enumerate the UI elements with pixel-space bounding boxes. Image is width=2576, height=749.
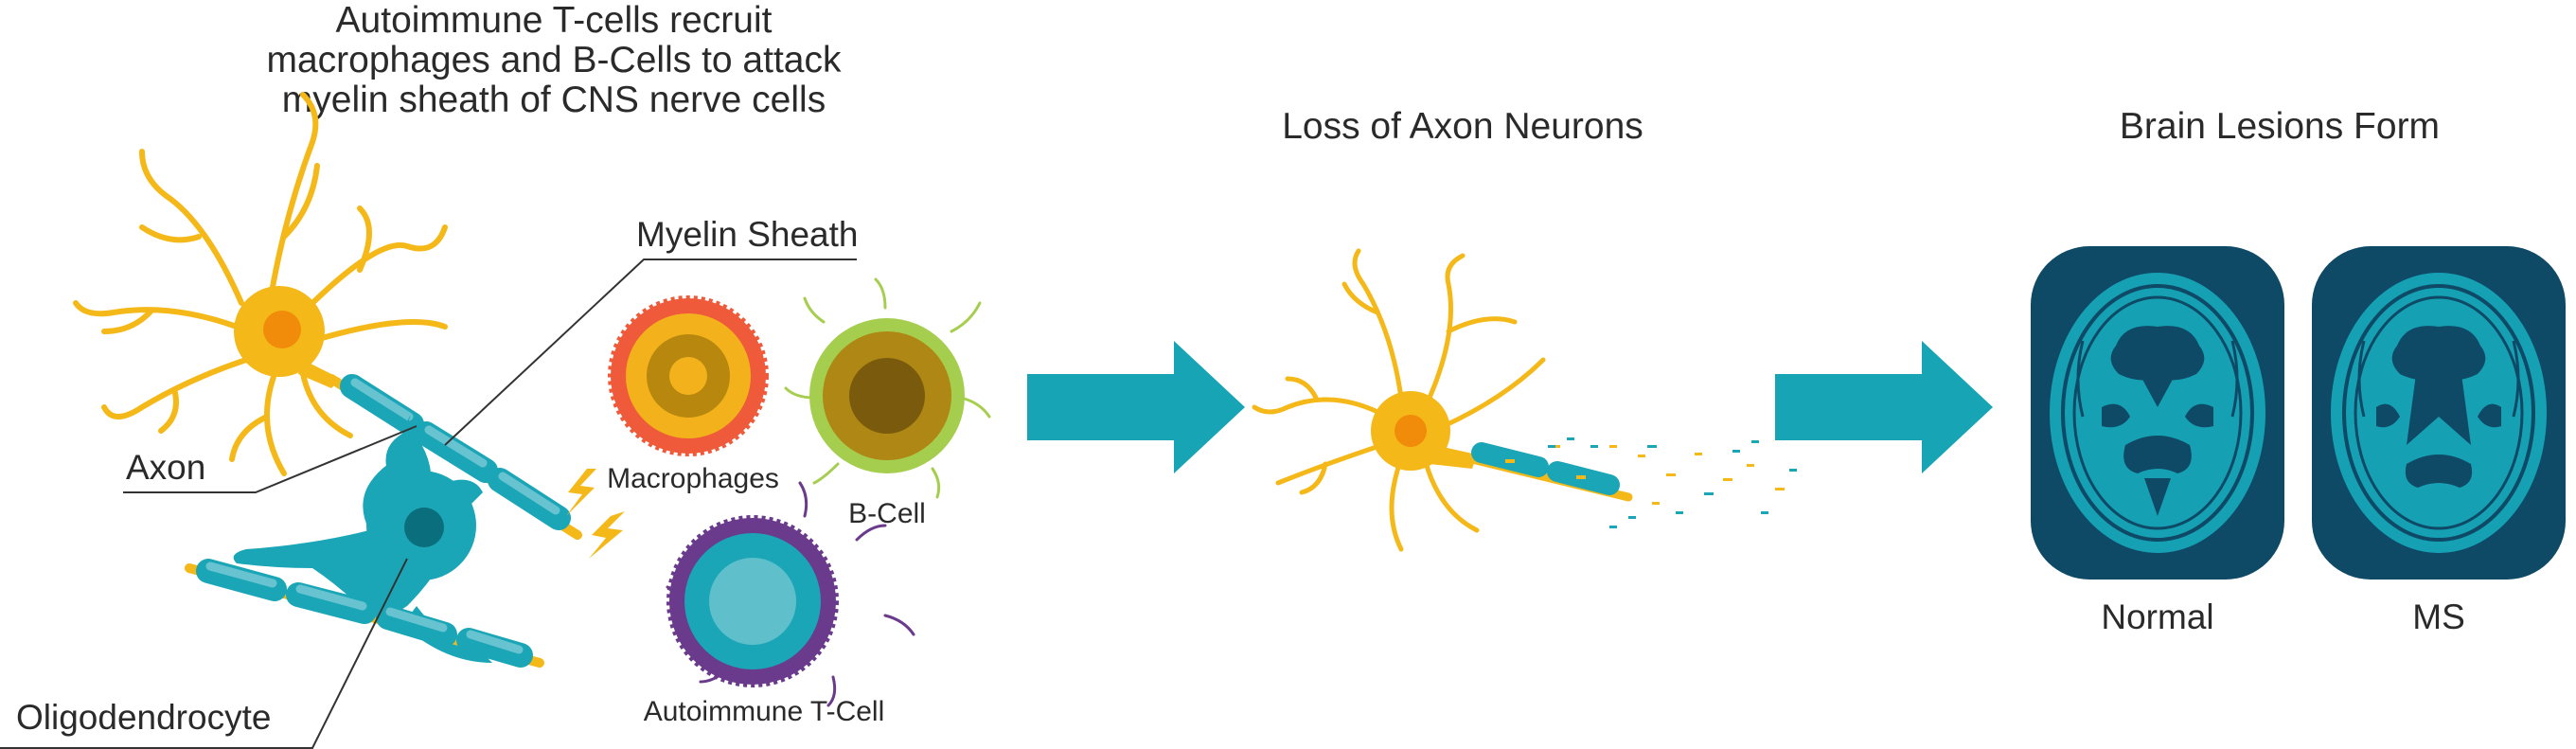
label-b-cell: B-Cell (848, 498, 926, 529)
myelin-debris-teal (1548, 437, 1797, 528)
label-normal: Normal (2101, 597, 2213, 636)
label-ms: MS (2412, 597, 2465, 636)
lesions-panel: Brain Lesions Form Normal (2031, 106, 2566, 636)
degenerating-neuron-dendrites (1252, 248, 1546, 552)
flow-arrow-right-icon (1027, 341, 1245, 473)
label-oligodendrocyte: Oligodendrocyte (16, 698, 271, 737)
axon-leader-line (123, 425, 417, 493)
label-axon: Axon (126, 448, 205, 487)
myelin-debris-orange (1505, 445, 1785, 505)
label-myelin-sheath: Myelin Sheath (636, 215, 858, 254)
attack-lightning-icon (566, 469, 625, 559)
axon-lower (185, 559, 544, 668)
oligodendrocyte (233, 415, 492, 663)
oligodendrocyte-nucleus (404, 508, 444, 547)
loss-panel: Loss of Axon Neurons (1252, 106, 1797, 552)
lesions-caption: Brain Lesions Form (2120, 106, 2440, 147)
label-macrophages: Macrophages (607, 463, 779, 494)
neuron-nucleus (263, 311, 301, 348)
oligodendrocyte-leader-line (0, 558, 408, 749)
normal-brain-scan-icon (2031, 246, 2284, 580)
ms-brain-scan-icon (2312, 246, 2566, 580)
myelin-leader-line (444, 259, 857, 446)
degenerating-axon-hillock (1430, 445, 1477, 469)
attack-caption-line-2: macrophages and B-Cells to attack (267, 40, 842, 80)
neuron-dendrites (73, 92, 448, 476)
macrophage-cell-icon (608, 295, 769, 456)
loss-caption: Loss of Axon Neurons (1282, 106, 1643, 147)
axon-upper (327, 374, 582, 540)
label-autoimmune-t-cell: Autoimmune T-Cell (644, 696, 885, 727)
t-cell-icon (666, 481, 915, 707)
attack-panel: Autoimmune T-cells recruit macrophages a… (0, 0, 991, 749)
attack-caption-line-3: myelin sheath of CNS nerve cells (282, 80, 826, 120)
degenerating-neuron-nucleus (1395, 415, 1427, 447)
flow-arrow-right-icon-2 (1775, 341, 1993, 473)
b-cell-icon (784, 277, 991, 499)
attack-caption-line-1: Autoimmune T-cells recruit (336, 0, 773, 41)
